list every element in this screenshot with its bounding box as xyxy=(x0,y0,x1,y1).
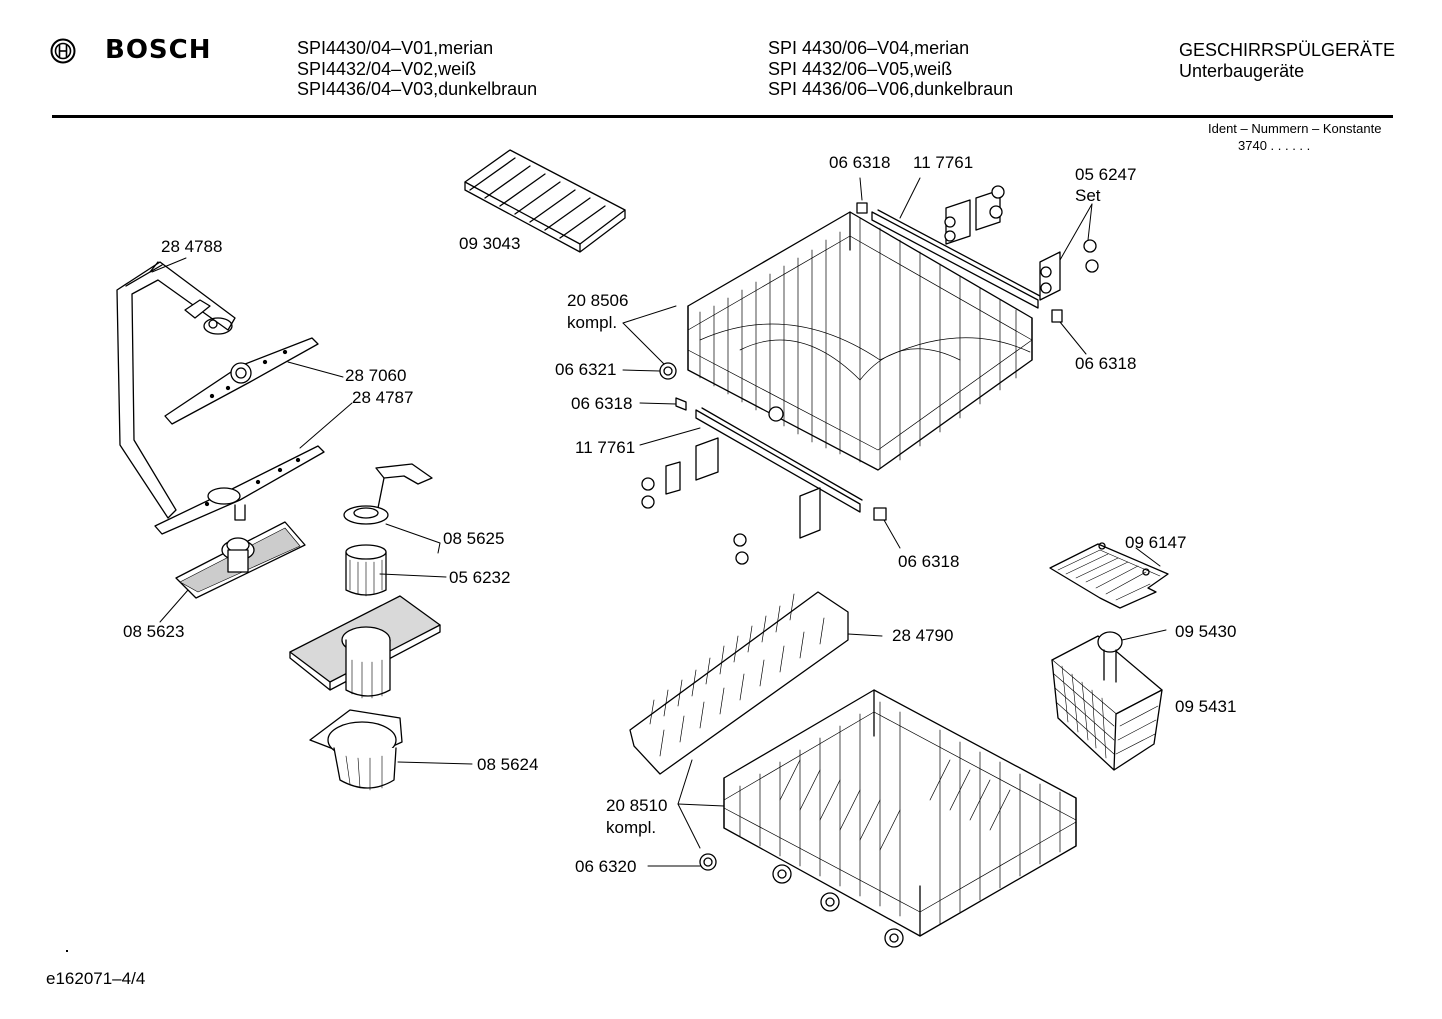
model-line: SPI4432/04–V02,weiß xyxy=(297,58,477,79)
supply-tube xyxy=(116,261,236,519)
rack-adjuster-set-lower xyxy=(641,437,821,565)
model-line: SPI4436/04–V03,dunkelbraun xyxy=(297,79,538,99)
filter-plate-small xyxy=(175,521,306,599)
part-label-208510: 20 8510 xyxy=(606,796,668,815)
category-subtitle: Unterbaugeräte xyxy=(1179,60,1305,81)
model-list-left: SPI4430/04–V01,merian SPI4432/04–V02,wei… xyxy=(297,38,537,100)
model-list-right: SPI 4430/06–V04,merian SPI 4432/06–V05,w… xyxy=(768,38,1013,100)
part-label-284788: 28 4788 xyxy=(161,237,223,256)
brand-name: BOSCH xyxy=(105,35,212,65)
part-label-093043: 09 3043 xyxy=(459,234,521,253)
ident-value: 3740 . . . . . . xyxy=(1238,138,1311,153)
part-label-096147: 09 6147 xyxy=(1125,533,1187,552)
micro-filter-plate xyxy=(289,595,441,699)
part-label-066320: 06 6320 xyxy=(575,857,637,876)
part-label-066318-top: 06 6318 xyxy=(829,153,891,172)
lower-spray-arm xyxy=(154,445,325,535)
part-label-208506-kompl: kompl. xyxy=(567,313,618,332)
upper-basket xyxy=(687,211,1033,471)
lower-tine-rack xyxy=(629,591,849,775)
fine-filter-parts xyxy=(343,463,433,597)
part-label-066318-bottom: 06 6318 xyxy=(898,552,960,571)
cutlery-shelf xyxy=(1049,542,1169,609)
bosch-logo-icon xyxy=(50,38,76,69)
rack-adjuster-set xyxy=(944,185,1099,323)
model-line: SPI 4436/06–V06,dunkelbraun xyxy=(768,79,1014,99)
part-label-095431: 09 5431 xyxy=(1175,697,1237,716)
category-title: GESCHIRRSPÜLGERÄTE xyxy=(1179,40,1396,60)
rack-wheel-upper xyxy=(659,362,687,411)
part-label-056247-set: Set xyxy=(1075,186,1101,205)
part-label-066318-right: 06 6318 xyxy=(1075,354,1137,373)
model-line: SPI 4430/06–V04,merian xyxy=(768,38,970,58)
part-label-066321: 06 6321 xyxy=(555,360,617,379)
part-label-117761-a: 11 7761 xyxy=(575,438,636,457)
part-label-208506: 20 8506 xyxy=(567,291,629,310)
model-line: SPI 4432/06–V05,weiß xyxy=(768,58,953,79)
cup-rack-insert xyxy=(464,149,626,253)
part-label-095430: 09 5430 xyxy=(1175,622,1237,641)
category-block: GESCHIRRSPÜLGERÄTE Unterbaugeräte xyxy=(1179,40,1395,81)
upper-rail-left xyxy=(695,407,887,521)
lower-basket xyxy=(699,689,1077,948)
part-label-085623: 08 5623 xyxy=(123,622,185,641)
part-label-284790: 28 4790 xyxy=(892,626,954,645)
part-label-287060: 28 7060 xyxy=(345,366,407,385)
upper-rail-right xyxy=(856,202,1041,309)
part-label-208510-kompl: kompl. xyxy=(606,818,657,837)
footer-dot xyxy=(66,950,68,952)
part-label-056247: 05 6247 xyxy=(1075,165,1137,184)
leader-lines xyxy=(151,177,1167,867)
cutlery-basket xyxy=(1051,631,1163,771)
part-label-066318-a: 06 6318 xyxy=(571,394,633,413)
part-label-117761-top: 11 7761 xyxy=(913,153,974,172)
part-label-284787: 28 4787 xyxy=(352,388,414,407)
ident-label: Ident – Nummern – Konstante xyxy=(1208,121,1382,136)
document-id: e162071–4/4 xyxy=(46,969,146,988)
model-line: SPI4430/04–V01,merian xyxy=(297,38,494,58)
part-label-085624: 08 5624 xyxy=(477,755,539,774)
header-rule xyxy=(52,115,1393,118)
part-label-056232: 05 6232 xyxy=(449,568,511,587)
upper-spray-arm xyxy=(164,337,319,425)
part-label-085625: 08 5625 xyxy=(443,529,505,548)
coarse-filter xyxy=(309,709,403,791)
